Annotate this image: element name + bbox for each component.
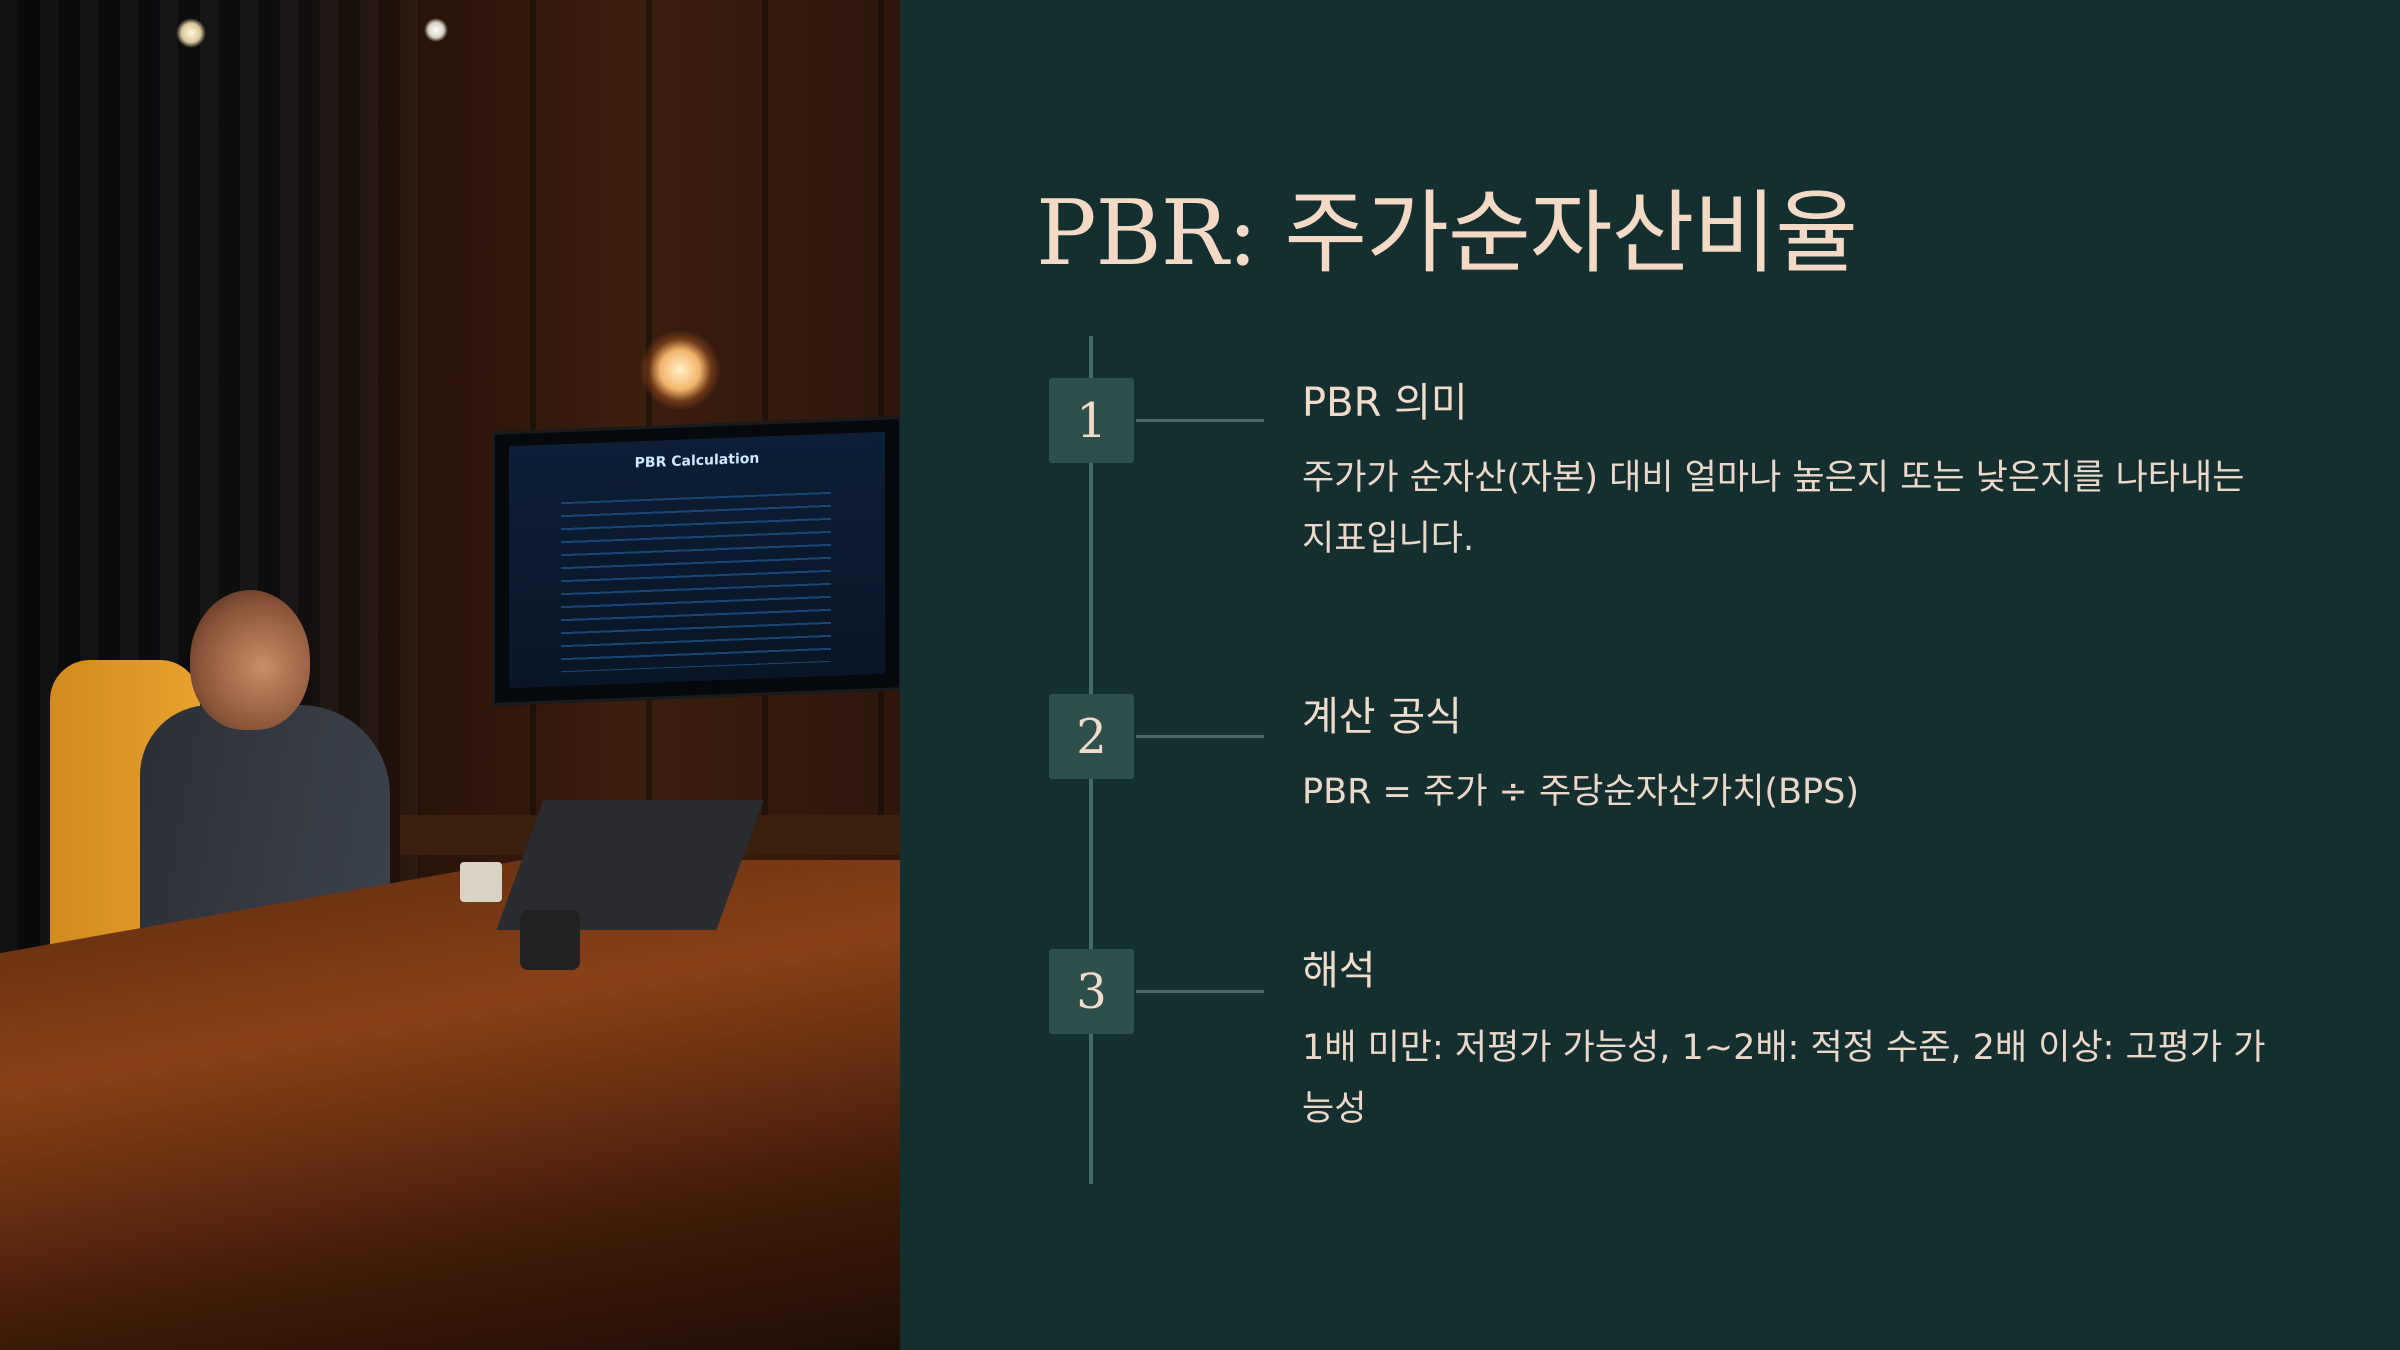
mug bbox=[520, 910, 580, 970]
step-title: 계산 공식 bbox=[1302, 694, 1462, 740]
step-connector bbox=[1136, 735, 1264, 738]
step-description: 1배 미만: 저평가 가능성, 1~2배: 적정 수준, 2배 이상: 고평가 … bbox=[1302, 1028, 2266, 1129]
businessman-head bbox=[190, 590, 310, 730]
step-description: 주가가 순자산(자본) 대비 얼마나 높은지 또는 낮은지를 나타내는 지표입니… bbox=[1302, 458, 2245, 559]
ceiling-spotlight bbox=[176, 18, 206, 48]
boardroom-photo: PBR Calculation bbox=[0, 0, 900, 1350]
step-number-badge: 1 bbox=[1049, 378, 1134, 463]
step-description: PBR = 주가 ÷ 주당순자산가치(BPS) bbox=[1302, 772, 1860, 812]
step-connector bbox=[1136, 990, 1264, 993]
step-title: 해석 bbox=[1302, 948, 1376, 994]
step-title: PBR 의미 bbox=[1302, 380, 1468, 426]
wall-monitor: PBR Calculation bbox=[492, 416, 900, 706]
monitor-screen-title: PBR Calculation bbox=[634, 450, 760, 472]
step-number-badge: 2 bbox=[1049, 694, 1134, 779]
step-number-badge: 3 bbox=[1049, 949, 1134, 1034]
wall-lamp bbox=[640, 330, 720, 410]
ceiling-spotlight bbox=[424, 18, 448, 42]
monitor-screen: PBR Calculation bbox=[509, 431, 885, 689]
coffee-cup bbox=[460, 862, 502, 902]
conference-table bbox=[0, 860, 900, 1350]
slide-title: PBR: 주가순자산비율 bbox=[1036, 181, 1858, 286]
monitor-data-table bbox=[561, 491, 831, 673]
step-connector bbox=[1136, 419, 1264, 422]
